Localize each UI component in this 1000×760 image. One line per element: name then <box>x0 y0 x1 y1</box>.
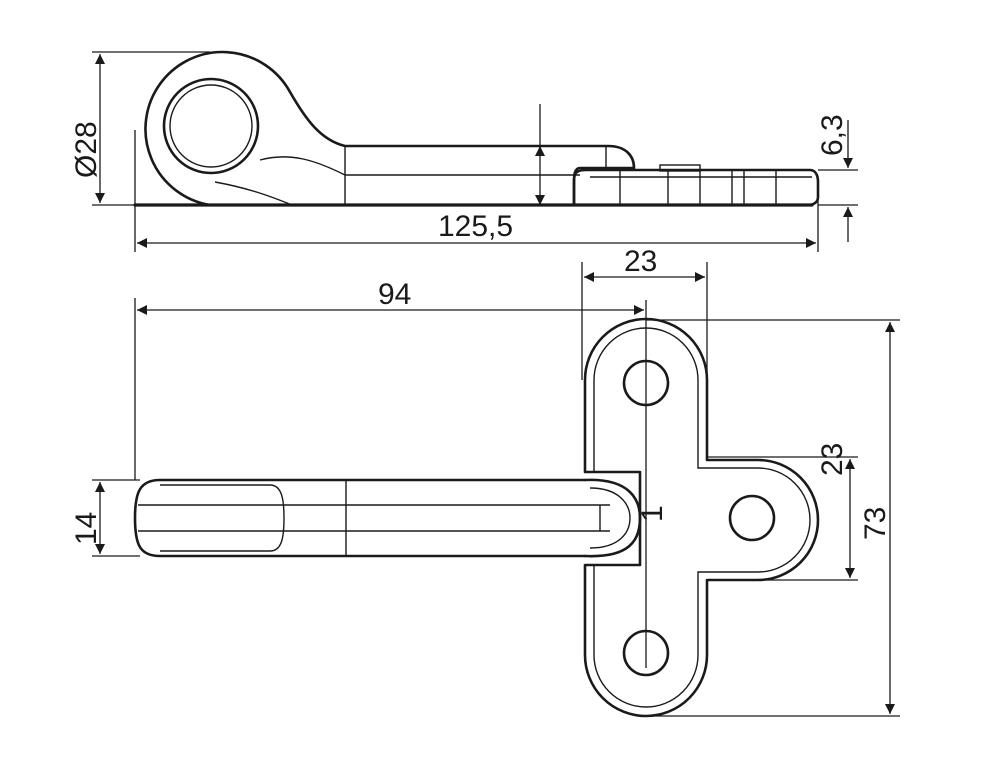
part-mark: 1 <box>636 505 669 522</box>
side-neck-line-2 <box>259 156 346 176</box>
dim-flange-width-label: 23 <box>624 245 657 278</box>
dim-thickness-label: 6,3 <box>816 114 849 156</box>
top-view: 1 <box>133 300 820 718</box>
side-bore-inner <box>169 84 253 168</box>
top-arm-outline <box>133 478 587 558</box>
side-plate-outline <box>572 168 820 207</box>
dim-diameter-label: Ø28 <box>70 121 103 178</box>
dim-length-label: 125,5 <box>438 210 513 243</box>
dim-side-lug-label: 23 <box>816 443 849 476</box>
top-arm-joint <box>583 478 642 558</box>
top-plate-outline <box>583 317 820 718</box>
side-neck-line <box>214 181 293 206</box>
dim-total-height-label: 73 <box>859 507 892 540</box>
side-plate-notch <box>659 164 701 172</box>
side-eye-outline <box>144 50 636 207</box>
top-plate-inner <box>593 327 811 708</box>
dim-arm-width-label: 14 <box>70 512 103 545</box>
top-hole-side <box>728 494 776 542</box>
dim-arm-length-label: 94 <box>378 278 411 311</box>
top-arm-tip <box>160 484 285 552</box>
top-dimensions: 94 23 14 73 23 <box>70 245 900 717</box>
side-dimensions: Ø28 125,5 6,3 <box>70 51 858 252</box>
side-view <box>133 50 820 207</box>
side-bore-outer <box>162 77 260 175</box>
